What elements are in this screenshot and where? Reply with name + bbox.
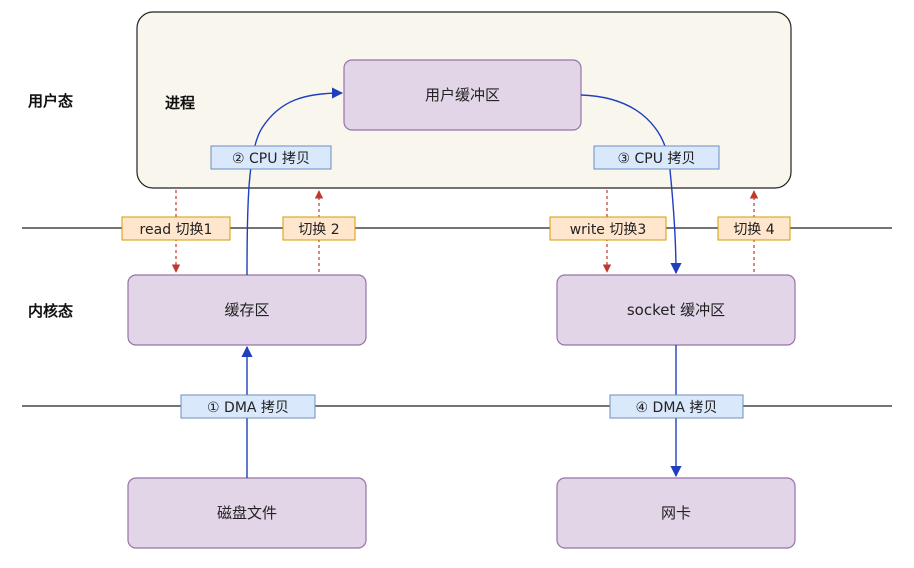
switch-label-4: 切换 4 [717,216,791,241]
user-buffer-label: 用户缓冲区 [425,86,500,104]
cpu-copy-label-2: ② CPU 拷贝 [210,145,332,170]
cpu-copy-label-3: ③ CPU 拷贝 [593,145,720,170]
user-mode-label: 用户态 [28,92,73,110]
cpu-copy-text-3: ③ CPU 拷贝 [618,151,696,167]
disk-file-node: 磁盘文件 [127,477,367,549]
page-cache-label: 缓存区 [224,301,269,319]
disk-file-label: 磁盘文件 [217,504,277,522]
dma-copy-text-4: ④ DMA 拷贝 [636,400,718,416]
nic-node: 网卡 [556,477,796,549]
switch-text-4: 切换 4 [733,221,774,238]
process-label: 进程 [165,94,195,112]
kernel-mode-label: 内核态 [28,302,73,320]
page-cache-node: 缓存区 [127,274,367,346]
dma-copy-label-4: ④ DMA 拷贝 [609,394,744,419]
dma-copy-text-1: ① DMA 拷贝 [207,400,289,416]
switch-text-1: read 切换1 [140,221,213,238]
switch-text-3: write 切换3 [570,221,647,238]
switch-text-2: 切换 2 [298,221,339,238]
cpu-copy-arrow-2 [246,87,344,276]
cpu-copy-text-2: ② CPU 拷贝 [232,151,310,167]
switch-label-2: 切换 2 [282,216,356,241]
dma-copy-label-1: ① DMA 拷贝 [180,394,316,419]
nic-label: 网卡 [661,504,691,522]
user-buffer-node: 用户缓冲区 [343,59,582,131]
socket-buffer-label: socket 缓冲区 [627,301,725,319]
switch-label-1: read 切换1 [121,216,231,241]
cpu-copy-arrow-3 [580,94,682,275]
switch-label-3: write 切换3 [549,216,667,241]
socket-buffer-node: socket 缓冲区 [556,274,796,346]
